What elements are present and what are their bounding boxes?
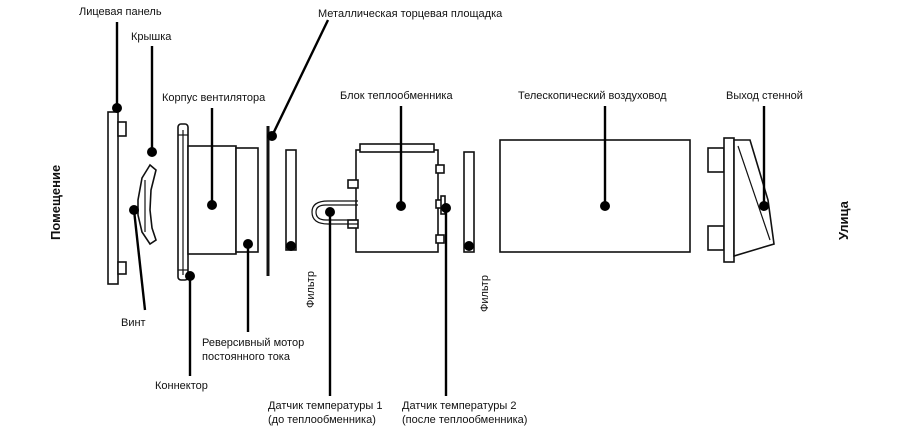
label-filter-1: Фильтр (305, 271, 317, 308)
label-cover: Крышка (131, 31, 172, 43)
filter-1 (285, 149, 297, 251)
label-sensor1-line2: (до теплообменника) (268, 414, 376, 426)
side-label-street: Улица (836, 200, 851, 240)
label-sensor2-line1: Датчик температуры 2 (402, 400, 517, 412)
filter-2 (463, 151, 475, 253)
side-label-room: Помещение (48, 165, 63, 240)
wall-outlet (707, 137, 775, 263)
label-telescopic-duct: Телескопический воздуховод (518, 90, 667, 102)
label-connector: Коннектор (155, 380, 208, 392)
leader-lines (112, 19, 769, 396)
telescopic-duct (499, 139, 691, 253)
label-front-panel: Лицевая панель (79, 6, 162, 18)
label-sensor1-line1: Датчик температуры 1 (268, 400, 383, 412)
label-filter-2: Фильтр (479, 275, 491, 312)
fan-housing (177, 123, 237, 281)
label-screw: Винт (121, 317, 146, 329)
label-sensor2-line2: (после теплообменника) (402, 414, 527, 426)
reversible-motor (235, 147, 259, 253)
label-motor-line1: Реверсивный мотор (202, 337, 304, 349)
cover (137, 163, 157, 246)
front-panel (107, 111, 127, 285)
temperature-sensor-1 (311, 200, 358, 225)
label-wall-outlet: Выход стенной (726, 90, 803, 102)
label-heat-exchanger: Блок теплообменника (340, 90, 453, 102)
label-fan-housing: Корпус вентилятора (162, 92, 266, 104)
heat-exchanger-block (347, 143, 445, 253)
label-metal-end-plate: Металлическая торцевая площадка (318, 8, 503, 20)
label-motor-line2: постоянного тока (202, 351, 291, 363)
